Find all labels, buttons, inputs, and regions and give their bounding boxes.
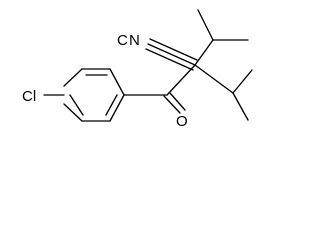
oxygen-label: O (176, 113, 188, 130)
carbonyl-to-quaternary-bond (166, 64, 196, 96)
nitrile-bond-1 (147, 43, 196, 66)
upper-isopropyl-methyl-left (197, 9, 214, 41)
nitrile-nitrogen-label: N (129, 32, 140, 49)
nitrile-bond-2 (149, 38, 198, 61)
ring-bond-bottom-left (63, 103, 83, 122)
ring-double-bond-left (69, 94, 84, 116)
lower-isopropyl-methyl-bottom (232, 92, 249, 121)
benzene-ring (63, 68, 125, 122)
ring-bond-top-left (63, 68, 83, 87)
ring-bond-top-right (109, 68, 125, 96)
ring-bond-bottom-right (109, 94, 125, 122)
chlorine-label: Cl (22, 88, 36, 105)
quaternary-to-lower-ch-bond (194, 64, 234, 94)
lower-isopropyl-methyl-top (232, 69, 253, 94)
nitrile-carbon-label: C (117, 32, 128, 49)
carbonyl-c-o-bond-b (169, 92, 186, 111)
carbonyl-c-o-bond-a (163, 95, 181, 114)
chemical-structure: Cl O C N (22, 9, 253, 130)
nitrile-bond-3 (145, 48, 194, 71)
quaternary-to-upper-ch-bond (194, 39, 214, 66)
ring-double-bond-right (105, 94, 118, 116)
